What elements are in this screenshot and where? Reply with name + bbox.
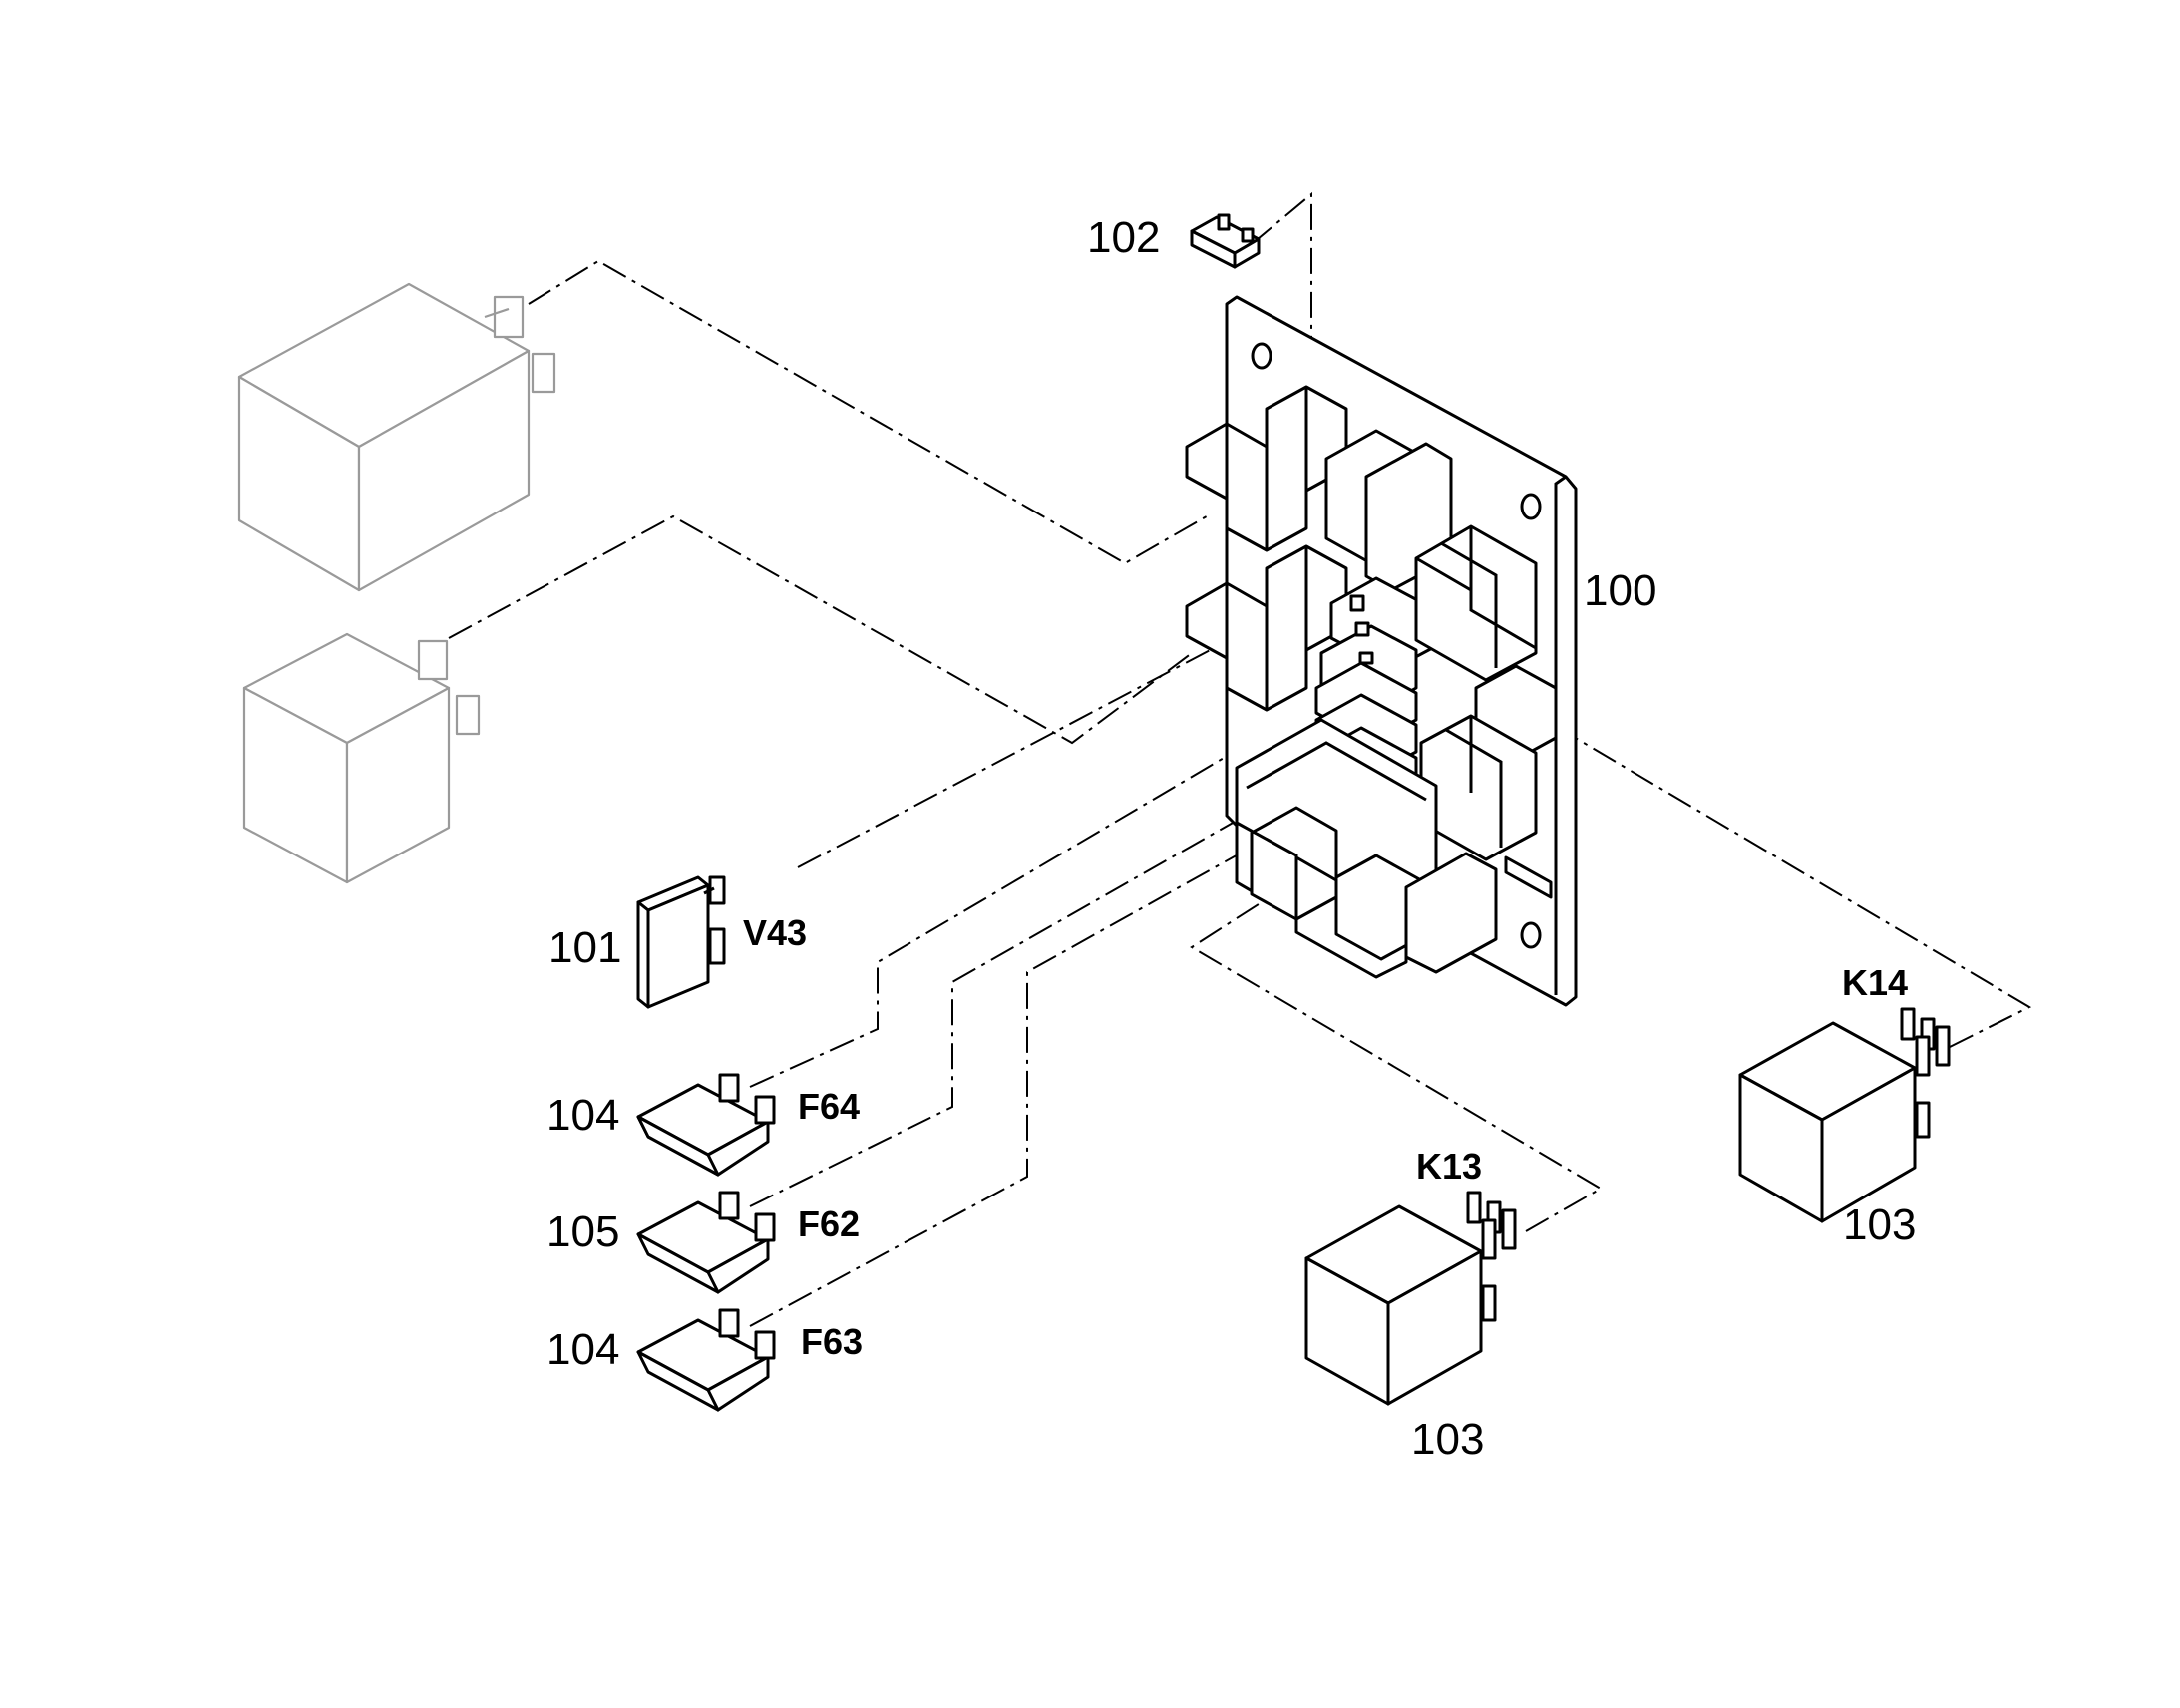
relay-k13-103 [1304, 1191, 1517, 1406]
label-101: 101 [548, 923, 621, 972]
fuse-f63-104 [636, 1308, 776, 1412]
relay-board-100 [1185, 295, 1578, 1007]
relay-k14-103 [1738, 1007, 1951, 1223]
ref-k14: K14 [1842, 962, 1908, 1003]
ghost-relay-small [242, 632, 481, 884]
fuse-f62-105 [636, 1191, 776, 1294]
leader-104-f64 [749, 717, 1292, 1088]
fuse-f64-104 [636, 1073, 776, 1177]
leader-103-k13 [1190, 901, 1603, 1232]
ref-f64: F64 [798, 1086, 860, 1127]
leader-103-k14 [1465, 672, 2032, 1048]
label-104-f63: 104 [546, 1325, 619, 1374]
mini-fuse-102 [1190, 213, 1261, 269]
ghost-relay-large [237, 282, 556, 592]
ref-f62: F62 [798, 1203, 860, 1244]
leader-104-f63 [749, 852, 1243, 1327]
label-102: 102 [1087, 213, 1160, 262]
leader-101 [797, 627, 1253, 868]
leader-relay-lower [448, 514, 1193, 745]
item-numbers: 102 100 101 104 105 104 103 103 [546, 213, 1916, 1464]
label-103-k14: 103 [1843, 1200, 1916, 1249]
reference-designators: V43 F64 F62 F63 K13 K14 [743, 912, 1908, 1362]
label-104-f64: 104 [546, 1091, 619, 1140]
ref-k13: K13 [1416, 1146, 1482, 1187]
leader-105-f62 [749, 817, 1243, 1207]
label-105: 105 [546, 1207, 619, 1256]
ref-f63: F63 [801, 1321, 863, 1362]
label-103-k13: 103 [1411, 1415, 1484, 1464]
ref-v43: V43 [743, 912, 807, 953]
leader-relay-upper [528, 259, 1213, 565]
diode-v43-101 [636, 875, 726, 1009]
label-100: 100 [1584, 566, 1656, 615]
